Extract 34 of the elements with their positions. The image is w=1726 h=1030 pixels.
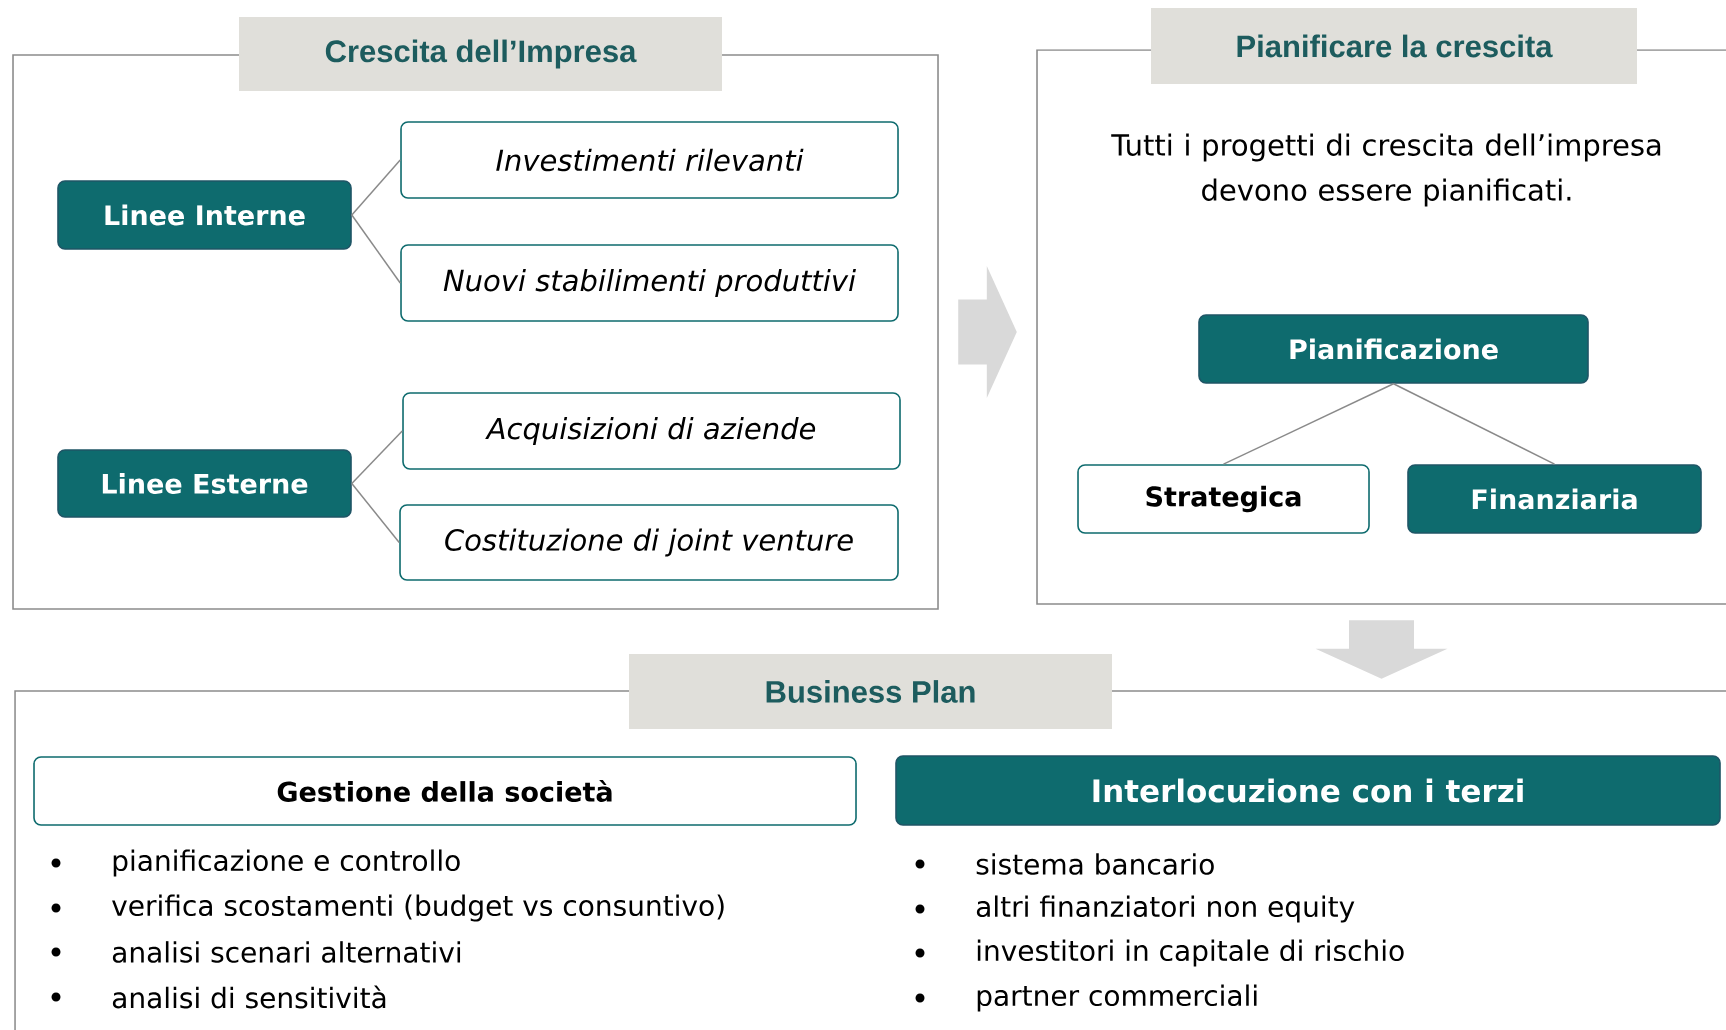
label-box: Linee Interne	[57, 180, 352, 250]
connector-line	[351, 482, 400, 544]
label-box: Strategica	[1077, 464, 1370, 534]
bullet-text: pianificazione e controllo	[113, 849, 460, 877]
block-arrow	[1315, 620, 1448, 679]
panel-frame	[12, 17, 939, 610]
body-text: Tutti i progetti di crescita dell’impresa devono essere pianificati.	[1111, 133, 1661, 207]
item-box: Costituzione di joint venture	[399, 504, 899, 581]
heading-tab: Business Plan	[629, 654, 1112, 729]
connector-line	[1392, 383, 1556, 465]
item-box: Nuovi stabilimenti produttivi	[400, 244, 899, 322]
bullet-text: investitori in capitale di rischio	[977, 939, 1404, 967]
panel-frame	[14, 654, 1726, 1030]
label-box: Gestione della società	[33, 756, 857, 826]
panel-frame	[1036, 8, 1726, 605]
bullet-text: analisi scenari alternativi	[112, 941, 461, 963]
bullet-text: analisi di sensitività	[112, 985, 386, 1009]
connector-line	[351, 159, 401, 216]
label-box: Finanziaria	[1407, 464, 1702, 534]
connector-line	[351, 214, 401, 284]
connector-line	[351, 430, 403, 485]
heading-tab: Crescita dell’Impresa	[239, 17, 722, 91]
bullet-text: altri finanziatori non equity	[976, 895, 1355, 923]
header-box: Interlocuzione con i terzi	[895, 755, 1721, 826]
connector-line	[1222, 383, 1395, 465]
item-box: Acquisizioni di aziende	[402, 392, 901, 470]
label-box: Linee Esterne	[57, 449, 352, 518]
label-box: Pianificazione	[1198, 314, 1589, 384]
heading-tab: Pianificare la crescita	[1151, 8, 1637, 84]
bullet-text: sistema bancario	[976, 853, 1214, 875]
bullet-text: verifica scostamenti (budget vs consuntivo)	[112, 894, 724, 922]
bullet-text: partner commerciali	[977, 984, 1257, 1012]
block-arrow	[958, 266, 1017, 398]
item-box: Investimenti rilevanti	[400, 121, 899, 199]
